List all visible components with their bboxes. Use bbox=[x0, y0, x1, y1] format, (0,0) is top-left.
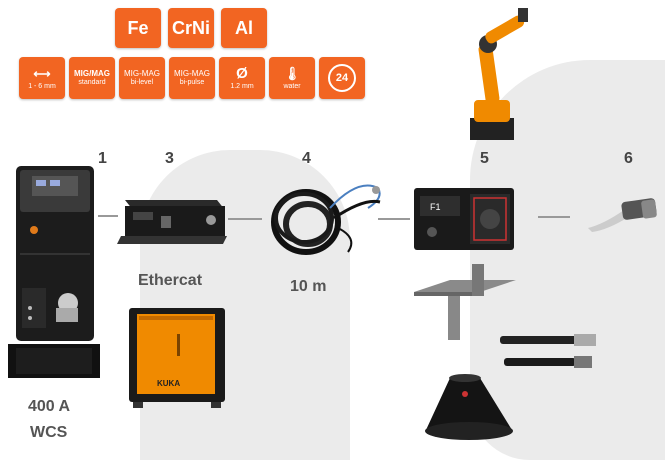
ethercat-interface-box-image bbox=[117, 200, 227, 244]
robot-arm-image bbox=[470, 8, 528, 140]
diameter-icon: Ø bbox=[236, 64, 248, 82]
wire-feeder-image: F1 bbox=[414, 188, 514, 250]
torch-neck-spring-image bbox=[500, 334, 596, 368]
kuka-controller-cabinet-image: KUKA bbox=[129, 308, 225, 408]
24h-icon: 24 bbox=[328, 64, 356, 92]
ethercat-label: Ethercat bbox=[138, 272, 203, 289]
connector-4-5 bbox=[378, 218, 410, 220]
step-number-1: 1 bbox=[98, 150, 107, 167]
material-crni-badge: CrNi bbox=[168, 8, 214, 48]
24h-badge: 24 bbox=[319, 57, 365, 99]
connector-5-6 bbox=[538, 216, 570, 218]
mig-mag-standard-badge: MIG/MAG standard bbox=[69, 57, 115, 99]
nozzle-cone-image bbox=[425, 374, 513, 440]
thickness-icon: ⟷ bbox=[33, 66, 51, 81]
step-number-5: 5 bbox=[480, 150, 489, 167]
hose-package-image bbox=[271, 184, 381, 255]
water-cooling-badge: 🌡 water bbox=[269, 57, 315, 99]
wire-diameter-badge: Ø 1.2 mm bbox=[219, 57, 265, 99]
welding-torch-image bbox=[588, 198, 657, 232]
welding-power-source-image bbox=[8, 166, 100, 378]
connector-3-4 bbox=[228, 218, 262, 220]
power-source-label-line2: WCS bbox=[30, 424, 68, 441]
material-al-badge: Al bbox=[221, 8, 267, 48]
cable-length-label: 10 m bbox=[290, 278, 327, 295]
step-number-4: 4 bbox=[302, 150, 311, 167]
step-number-3: 3 bbox=[165, 150, 174, 167]
connector-1-3 bbox=[98, 215, 118, 217]
thermometer-icon: 🌡 bbox=[283, 65, 301, 81]
mig-mag-bipulse-badge: MIG-MAG bi-pulse bbox=[169, 57, 215, 99]
power-source-label-line1: 400 A bbox=[28, 398, 71, 415]
kuka-logo-text: KUKA bbox=[157, 379, 180, 388]
thickness-badge: ⟷ 1 - 6 mm bbox=[19, 57, 65, 99]
mounting-bracket-image bbox=[414, 264, 516, 340]
material-fe-badge: Fe bbox=[115, 8, 161, 48]
mig-mag-bilevel-badge: MIG-MAG bi-level bbox=[119, 57, 165, 99]
step-number-6: 6 bbox=[624, 150, 633, 167]
svg-text:F1: F1 bbox=[430, 202, 441, 212]
